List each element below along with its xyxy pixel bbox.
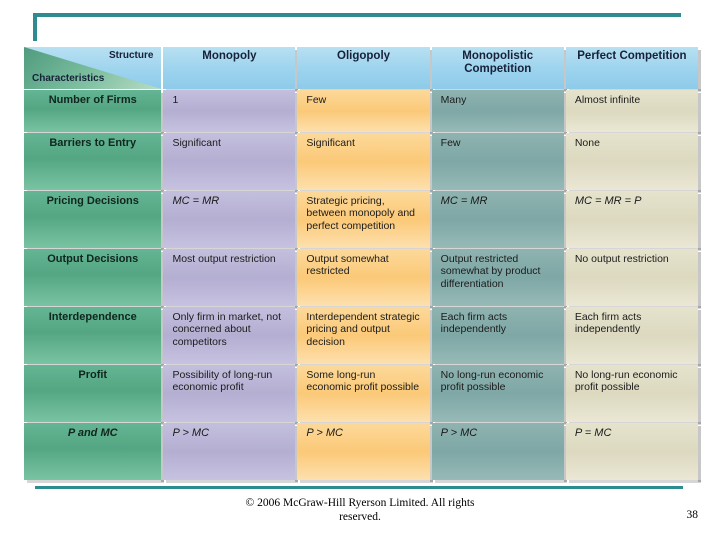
cell-pricing-monopoly: MC = MR [163, 191, 299, 251]
cell-profit-perfect: No long-run economic profit possible [565, 365, 702, 425]
cell-interdependence-perfect: Each firm acts independently [565, 307, 702, 367]
cell-p-and-mc-oligopoly: P > MC [297, 423, 433, 483]
table-row: Pricing Decisions MC = MR Strategic pric… [24, 191, 702, 251]
table-row: Interdependence Only firm in market, not… [24, 307, 702, 367]
footer-copyright: © 2006 McGraw-Hill Ryerson Limited. All … [245, 497, 475, 523]
top-rule-decoration [33, 13, 681, 17]
table-row: Profit Possibility of long-run economic … [24, 365, 702, 425]
cell-pricing-oligopoly: Strategic pricing, between monopoly and … [297, 191, 433, 251]
cell-barriers-monopolistic: Few [431, 133, 567, 193]
column-header-monopolistic-competition: Monopolistic Competition [431, 47, 567, 92]
cell-output-oligopoly: Output somewhat restricted [297, 249, 433, 309]
cell-p-and-mc-perfect: P = MC [565, 423, 702, 483]
table-header-row: Structure Characteristics Monopoly Oligo… [24, 47, 702, 92]
column-header-monopoly: Monopoly [163, 47, 299, 92]
column-header-oligopoly: Oligopoly [297, 47, 433, 92]
market-structure-comparison-table: Structure Characteristics Monopoly Oligo… [22, 46, 702, 483]
row-label-number-of-firms: Number of Firms [24, 90, 165, 135]
top-left-corner-decoration [33, 13, 37, 41]
table-row: P and MC P > MC P > MC P > MC P = MC [24, 423, 702, 483]
row-label-profit: Profit [24, 365, 165, 425]
cell-p-and-mc-monopoly: P > MC [163, 423, 299, 483]
row-label-barriers-to-entry: Barriers to Entry [24, 133, 165, 193]
cell-number-of-firms-perfect: Almost infinite [565, 90, 702, 135]
column-header-perfect-competition: Perfect Competition [565, 47, 702, 92]
footer-page-number: 38 [686, 509, 699, 521]
cell-profit-oligopoly: Some long-run economic profit possible [297, 365, 433, 425]
cell-interdependence-monopoly: Only firm in market, not concerned about… [163, 307, 299, 367]
corner-characteristics-label: Characteristics [32, 72, 105, 84]
cell-barriers-perfect: None [565, 133, 702, 193]
row-label-interdependence: Interdependence [24, 307, 165, 367]
cell-profit-monopolistic: No long-run economic profit possible [431, 365, 567, 425]
corner-header-cell: Structure Characteristics [24, 47, 162, 89]
cell-barriers-oligopoly: Significant [297, 133, 433, 193]
cell-output-perfect: No output restriction [565, 249, 702, 309]
cell-number-of-firms-monopoly: 1 [163, 90, 299, 135]
cell-pricing-monopolistic: MC = MR [431, 191, 567, 251]
cell-barriers-monopoly: Significant [163, 133, 299, 193]
cell-number-of-firms-oligopoly: Few [297, 90, 433, 135]
cell-p-and-mc-monopolistic: P > MC [431, 423, 567, 483]
cell-interdependence-monopolistic: Each firm acts independently [431, 307, 567, 367]
table-row: Number of Firms 1 Few Many Almost infini… [24, 90, 702, 135]
corner-structure-label: Structure [109, 50, 154, 61]
row-label-p-and-mc: P and MC [24, 423, 165, 483]
row-label-pricing-decisions: Pricing Decisions [24, 191, 165, 251]
row-label-output-decisions: Output Decisions [24, 249, 165, 309]
cell-profit-monopoly: Possibility of long-run economic profit [163, 365, 299, 425]
cell-output-monopoly: Most output restriction [163, 249, 299, 309]
cell-number-of-firms-monopolistic: Many [431, 90, 567, 135]
table-row: Barriers to Entry Significant Significan… [24, 133, 702, 193]
table-row: Output Decisions Most output restriction… [24, 249, 702, 309]
cell-interdependence-oligopoly: Interdependent strategic pricing and out… [297, 307, 433, 367]
cell-output-monopolistic: Output restricted somewhat by product di… [431, 249, 567, 309]
cell-pricing-perfect: MC = MR = P [565, 191, 702, 251]
bottom-rule-decoration [35, 486, 683, 489]
